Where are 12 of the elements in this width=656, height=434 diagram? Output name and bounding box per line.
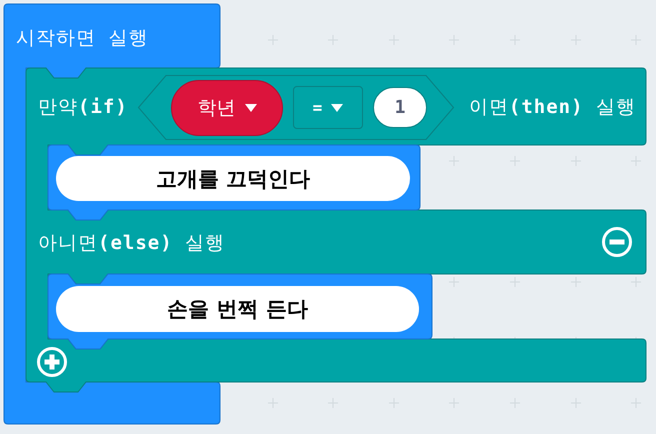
- text-input: 손을 번쩍 든다: [56, 286, 419, 332]
- block-label: 만약(if): [38, 95, 128, 120]
- variable-dropdown: 학년: [171, 80, 283, 136]
- operator-dropdown: =: [293, 86, 363, 129]
- statement-block: [48, 145, 420, 220]
- block-label: 시작하면 실행: [16, 26, 148, 51]
- if-else-block: [26, 68, 646, 392]
- statement-block: [48, 274, 432, 349]
- block-label: 아니면(else) 실행: [38, 231, 226, 256]
- condition-hexagon: [138, 75, 454, 140]
- block-label: 이면(then) 실행: [468, 95, 636, 120]
- text-input: 고개를 끄덕인다: [56, 156, 410, 201]
